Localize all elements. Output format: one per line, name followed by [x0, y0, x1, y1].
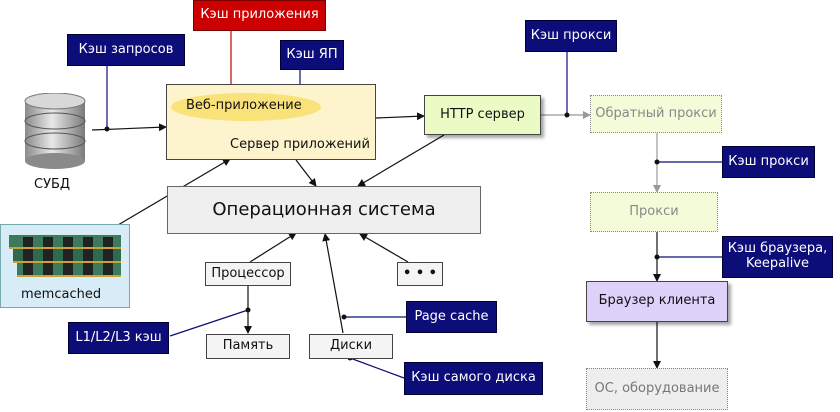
- client-browser-node: Браузер клиента: [586, 281, 728, 322]
- app-server-label: Сервер приложений: [230, 137, 370, 152]
- operating-system-node: Операционная система: [167, 186, 481, 234]
- proxy-cache-mid-tag: Кэш прокси: [722, 146, 815, 178]
- arrow-cpu-to-os: [249, 232, 297, 263]
- web-app-label: Веб-приложение: [186, 98, 302, 113]
- cpu-node: Процессор: [205, 262, 291, 286]
- memory-modules-icon: [9, 235, 121, 277]
- dbms-label: СУБД: [34, 177, 71, 192]
- database-cylinder-icon: [24, 92, 86, 169]
- arrow-disks-to-os: [322, 233, 344, 334]
- browser-cache-tag: Кэш браузера, Keepalive: [722, 236, 833, 278]
- disks-node: Диски: [309, 334, 393, 359]
- memcached-label: memcached: [21, 287, 102, 302]
- arrow-more-to-os: [359, 233, 409, 263]
- arrow-app-to-os: [295, 159, 317, 187]
- http-server-node: HTTP сервер: [424, 95, 541, 135]
- reverse-proxy-node: Обратный прокси: [590, 95, 722, 133]
- disk-cache-tag: Кэш самого диска: [404, 362, 543, 395]
- more-node: • • •: [397, 262, 443, 286]
- lead-disk-cache: [349, 357, 405, 379]
- web-app-ellipse: [171, 93, 321, 121]
- client-os-node: ОС, оборудование: [586, 368, 728, 410]
- arrow-dbms-to-app: [91, 123, 167, 132]
- app-cache-tag: Кэш приложения: [193, 0, 326, 31]
- dbms-node: СУБД: [20, 92, 90, 193]
- lead-cpu-cache: [169, 309, 249, 337]
- memcached-node: memcached: [0, 224, 130, 308]
- arrow-app-to-http: [375, 112, 425, 121]
- arrow-http-to-os: [357, 134, 445, 187]
- lang-cache-tag: Кэш ЯП: [280, 40, 344, 70]
- query-cache-tag: Кэш запросов: [67, 34, 185, 66]
- cpu-cache-tag: L1/L2/L3 кэш: [68, 322, 169, 354]
- proxy-node: Прокси: [590, 192, 718, 232]
- proxy-cache-top-tag: Кэш прокси: [525, 20, 617, 52]
- page-cache-tag: Page cache: [406, 301, 497, 333]
- memory-node: Память: [206, 334, 290, 359]
